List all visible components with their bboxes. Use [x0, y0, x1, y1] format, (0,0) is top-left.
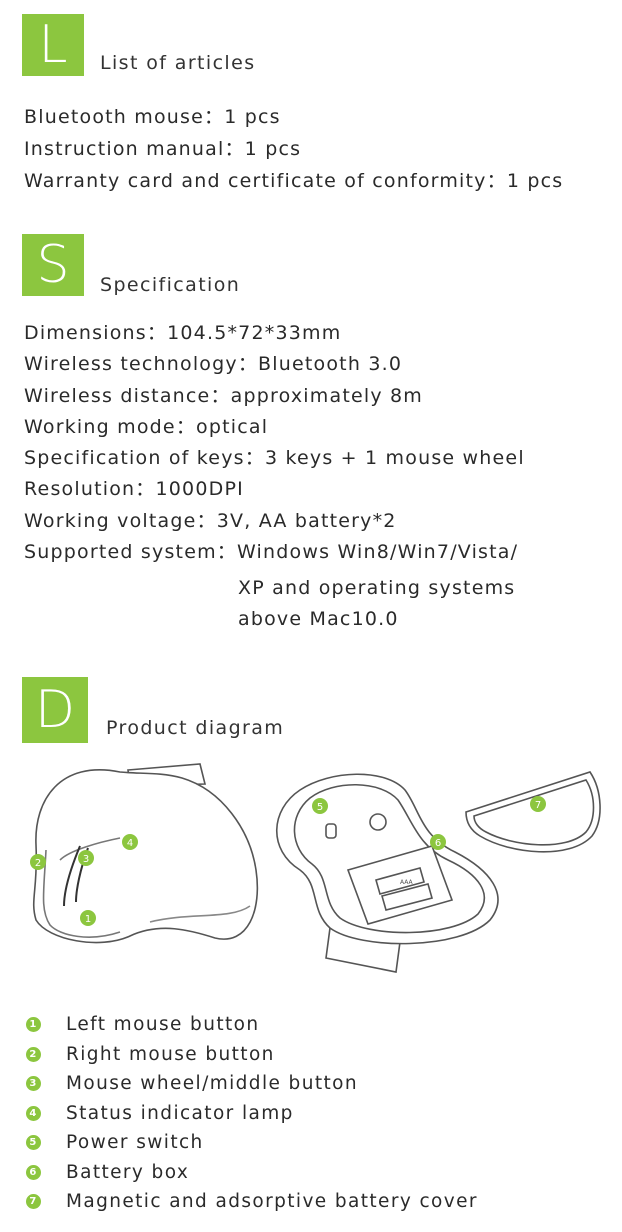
product-diagram: 1 2 3 4 AAA 5 6 7 — [30, 763, 601, 973]
legend-label: Magnetic and adsorptive battery cover — [66, 1191, 478, 1213]
list-item: Bluetooth mouse：1 pcs — [24, 106, 281, 128]
legend-label: Mouse wheel/middle button — [66, 1073, 358, 1095]
legend-label: Power switch — [66, 1132, 204, 1154]
legend-number: 7 — [26, 1194, 41, 1210]
list-item: Wireless technology：Bluetooth 3.0 — [24, 353, 403, 376]
svg-text:3: 3 — [83, 854, 89, 865]
list-item: Working voltage：3V, AA battery*2 — [24, 509, 397, 532]
diagram-badge: D — [22, 677, 88, 743]
legend-item: 4 Status indicator lamp — [26, 1099, 478, 1129]
diagram-legend: 1 Left mouse button 2 Right mouse button 3… — [26, 1010, 478, 1217]
marker-2: 2 — [30, 854, 46, 870]
articles-list: Bluetooth mouse：1 pcs Instruction manual… — [24, 101, 563, 197]
marker-6: 6 — [430, 834, 446, 850]
legend-number: 5 — [26, 1135, 41, 1151]
list-item: Working mode：optical — [24, 415, 269, 438]
svg-text:4: 4 — [127, 838, 133, 849]
svg-text:2: 2 — [35, 858, 41, 869]
mouse-top-view — [32, 763, 259, 944]
articles-title: List of articles — [100, 52, 256, 74]
spec-badge: S — [22, 234, 84, 296]
legend-label: Battery box — [66, 1161, 190, 1183]
svg-text:5: 5 — [317, 802, 323, 813]
marker-3: 3 — [78, 850, 94, 866]
legend-item: 7 Magnetic and adsorptive battery cover — [26, 1187, 478, 1217]
diagram-title: Product diagram — [106, 717, 285, 739]
legend-label: Status indicator lamp — [66, 1102, 294, 1124]
list-item: above Mac10.0 — [238, 608, 399, 630]
articles-badge: L — [22, 14, 84, 76]
list-item: XP and operating systems — [238, 577, 516, 599]
marker-7: 7 — [530, 796, 546, 812]
legend-item: 6 Battery box — [26, 1158, 478, 1188]
legend-item: 5 Power switch — [26, 1128, 478, 1158]
mouse-bottom-view: AAA — [276, 773, 499, 973]
legend-item: 2 Right mouse button — [26, 1040, 478, 1070]
list-item: Wireless distance：approximately 8m — [24, 384, 424, 407]
spec-system-continuation: XP and operating systems above Mac10.0 — [238, 573, 515, 635]
legend-number: 1 — [26, 1017, 41, 1033]
legend-item: 1 Left mouse button — [26, 1010, 478, 1040]
legend-item: 3 Mouse wheel/middle button — [26, 1069, 478, 1099]
list-item: Supported system：Windows Win8/Win7/Vista… — [24, 541, 519, 564]
svg-text:1: 1 — [85, 914, 91, 925]
list-item: Specification of keys：3 keys + 1 mouse w… — [24, 447, 525, 470]
list-item: Warranty card and certificate of conform… — [24, 170, 564, 192]
marker-4: 4 — [122, 834, 138, 850]
legend-number: 3 — [26, 1076, 41, 1092]
svg-text:6: 6 — [435, 838, 441, 849]
svg-text:7: 7 — [535, 800, 541, 811]
legend-label: Right mouse button — [66, 1043, 275, 1065]
battery-label: AAA — [400, 879, 414, 886]
list-item: Instruction manual：1 pcs — [24, 138, 302, 160]
marker-1: 1 — [80, 910, 96, 926]
list-item: Resolution：1000DPI — [24, 478, 244, 501]
spec-list: Dimensions：104.5*72*33mm Wireless techno… — [24, 318, 525, 568]
legend-number: 6 — [26, 1164, 41, 1180]
list-item: Dimensions：104.5*72*33mm — [24, 322, 342, 344]
legend-label: Left mouse button — [66, 1014, 260, 1036]
marker-5: 5 — [312, 798, 328, 814]
legend-number: 2 — [26, 1046, 41, 1062]
spec-title: Specification — [100, 274, 241, 296]
legend-number: 4 — [26, 1105, 41, 1121]
battery-cover — [465, 771, 601, 853]
